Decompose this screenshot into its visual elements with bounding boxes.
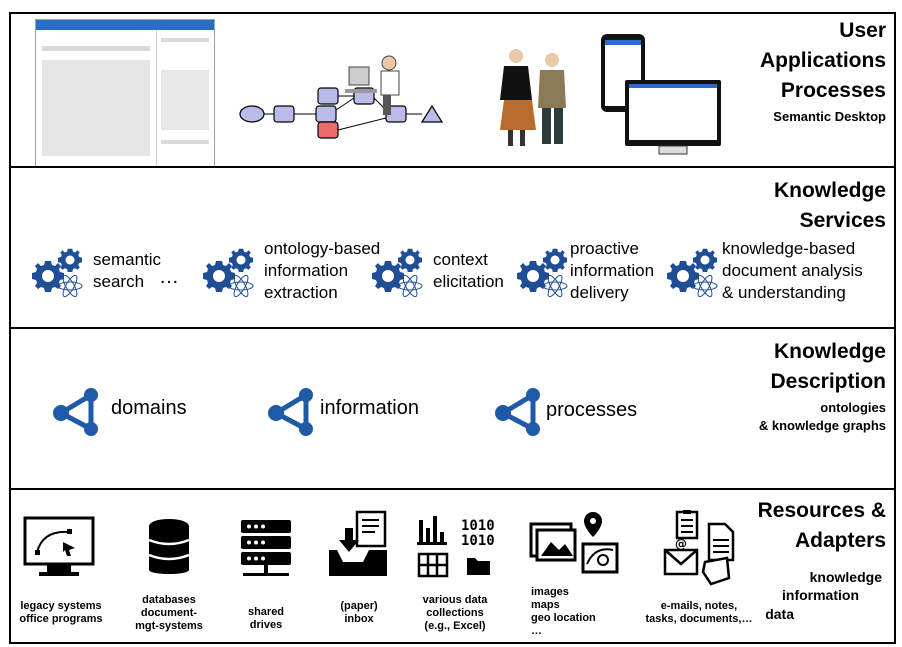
resource-term: information <box>782 587 859 603</box>
resource-term: data <box>765 606 794 622</box>
database-icon <box>148 519 190 574</box>
devices-icon <box>601 34 721 155</box>
inbox-icon <box>329 510 387 576</box>
resource-term: knowledge <box>809 569 882 585</box>
resource-label: shared drives <box>247 606 285 631</box>
layer-user-applications: User Applications Processes Semantic Des… <box>9 12 896 169</box>
resource-label: e-mails, notes, tasks, documents,… <box>645 600 753 625</box>
description-label: information <box>320 397 419 419</box>
resource-label: images maps geo location … <box>531 586 596 637</box>
app-screenshot <box>35 19 215 169</box>
svg-text:1010: 1010 <box>461 518 495 534</box>
gears-icon <box>663 246 723 298</box>
service-label: knowledge-based document analysis & unde… <box>722 239 863 302</box>
resource-label: databases document- mgt-systems <box>135 594 203 632</box>
svg-text:1010: 1010 <box>461 533 495 549</box>
gears-icon <box>28 246 88 298</box>
description-label: processes <box>546 399 638 421</box>
gears-icon <box>513 246 573 298</box>
resource-label: (paper) inbox <box>340 600 378 625</box>
service-label: semantic search <box>93 250 162 291</box>
description-label: domains <box>111 397 187 419</box>
layer-knowledge-services: Knowledge Services semantic search … ont… <box>9 166 896 329</box>
server-icon <box>241 520 291 576</box>
layer-resources-adapters: Resources & Adapters knowledge informati… <box>9 488 896 644</box>
resource-label: legacy systems office programs <box>19 600 103 625</box>
layer-knowledge-description: Knowledge Description ontologies & knowl… <box>9 327 896 490</box>
resource-label: various data collections (e.g., Excel) <box>422 594 488 632</box>
person-at-computer-icon <box>345 55 400 115</box>
layer-heading: User Applications Processes <box>759 19 886 102</box>
svg-text:@: @ <box>675 537 687 551</box>
layer-heading: Resources & Adapters <box>757 499 886 552</box>
layer-heading: Knowledge Description <box>770 340 886 393</box>
layer-subheading: ontologies & knowledge graphs <box>758 400 886 433</box>
molecule-icon <box>49 387 104 437</box>
molecule-icon <box>264 387 319 437</box>
gears-icon <box>199 246 259 298</box>
monitor-vector-icon <box>23 516 95 576</box>
image-map-icon <box>529 512 619 574</box>
ellipsis: … <box>159 266 179 288</box>
two-people-icon <box>500 49 566 146</box>
layer-subheading: Semantic Desktop <box>773 109 886 124</box>
service-label: ontology-based information extraction <box>264 239 381 302</box>
molecule-icon <box>491 387 546 437</box>
email-notes-icon: @ <box>663 510 735 586</box>
data-collection-icon: 1010 1010 <box>417 516 495 578</box>
gears-icon <box>368 246 428 298</box>
service-label: context elicitation <box>433 250 504 291</box>
service-label: proactive information delivery <box>570 239 655 302</box>
layer-heading: Knowledge Services <box>773 179 886 232</box>
process-diagram-icon <box>239 87 444 139</box>
